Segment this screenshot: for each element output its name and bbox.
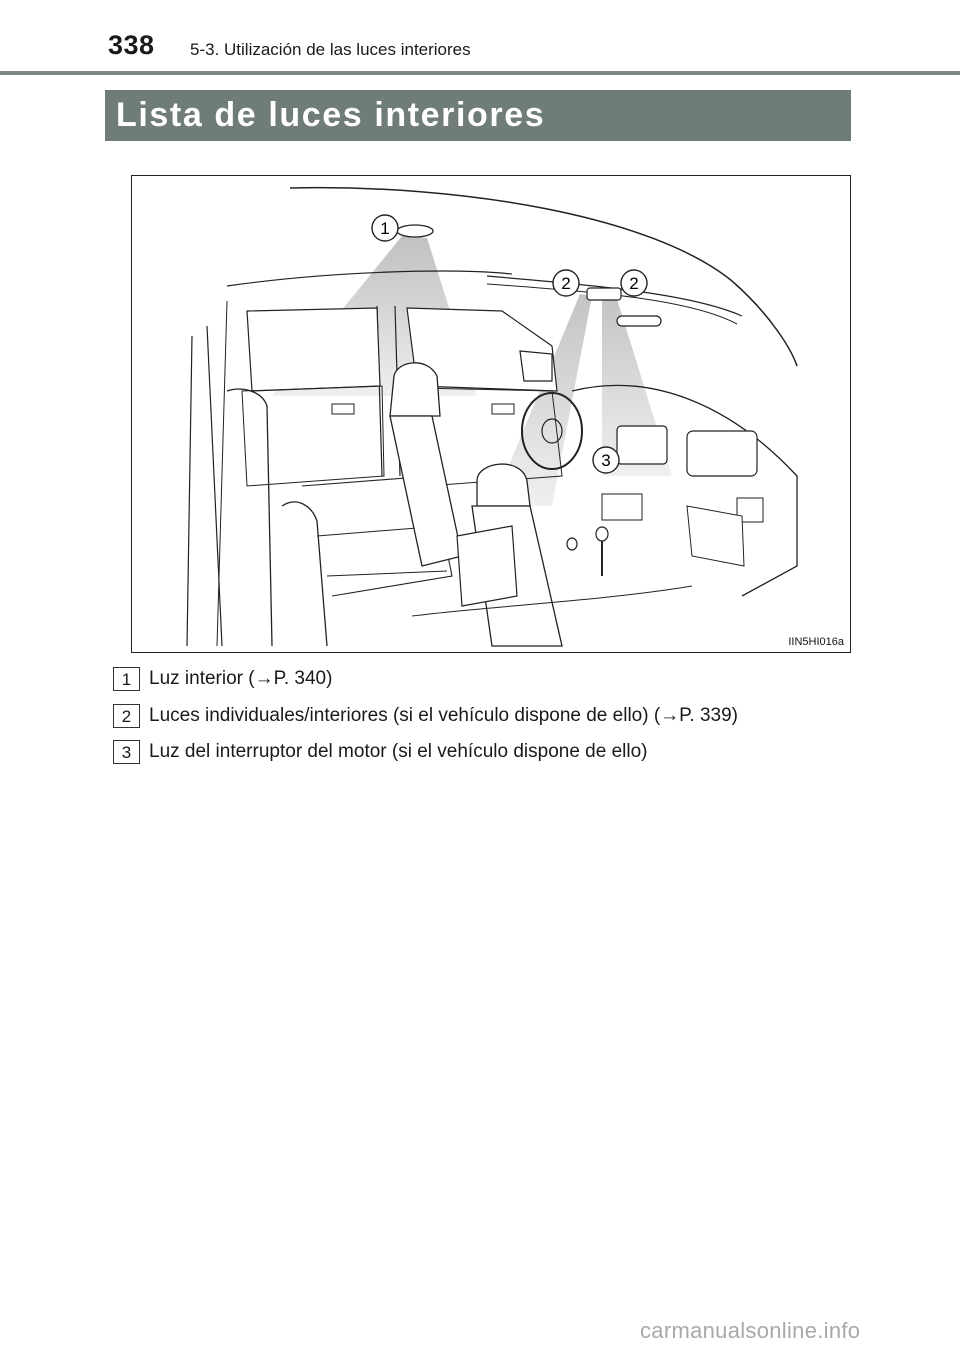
- legend-badge: 1: [113, 667, 140, 691]
- svg-text:3: 3: [601, 451, 610, 470]
- callout-3: 3: [592, 446, 620, 474]
- page-header: 338 5-3. Utilización de las luces interi…: [0, 0, 960, 78]
- legend-badge: 2: [113, 704, 140, 728]
- page-title: Lista de luces interiores: [116, 96, 546, 134]
- cabin-drawing: 1 2 2 3: [186, 186, 798, 647]
- legend-text: Luz interior (→P. 340): [149, 668, 333, 689]
- page-number: 338: [108, 30, 155, 60]
- svg-text:2: 2: [629, 274, 638, 293]
- header-divider: [0, 71, 960, 75]
- callout-1: 1: [371, 214, 399, 242]
- watermark[interactable]: carmanualsonline.info: [640, 1318, 861, 1343]
- interior-illustration: 1 2 2 3 IIN5HI016a: [131, 175, 851, 653]
- legend-text: Luces individuales/interiores (si el veh…: [149, 705, 738, 726]
- legend-text: Luz del interruptor del motor (si el veh…: [149, 741, 648, 762]
- figure-code: IIN5HI016a: [788, 636, 844, 648]
- legend-badge: 3: [113, 740, 140, 764]
- callout-2b: 2: [620, 269, 648, 297]
- title-band: Lista de luces interiores: [105, 90, 851, 141]
- beam-personal-light-left: [492, 294, 592, 506]
- section-title: 5-3. Utilización de las luces interiores: [190, 40, 471, 59]
- svg-text:1: 1: [380, 219, 389, 238]
- svg-text:2: 2: [561, 274, 570, 293]
- callout-2a: 2: [552, 269, 580, 297]
